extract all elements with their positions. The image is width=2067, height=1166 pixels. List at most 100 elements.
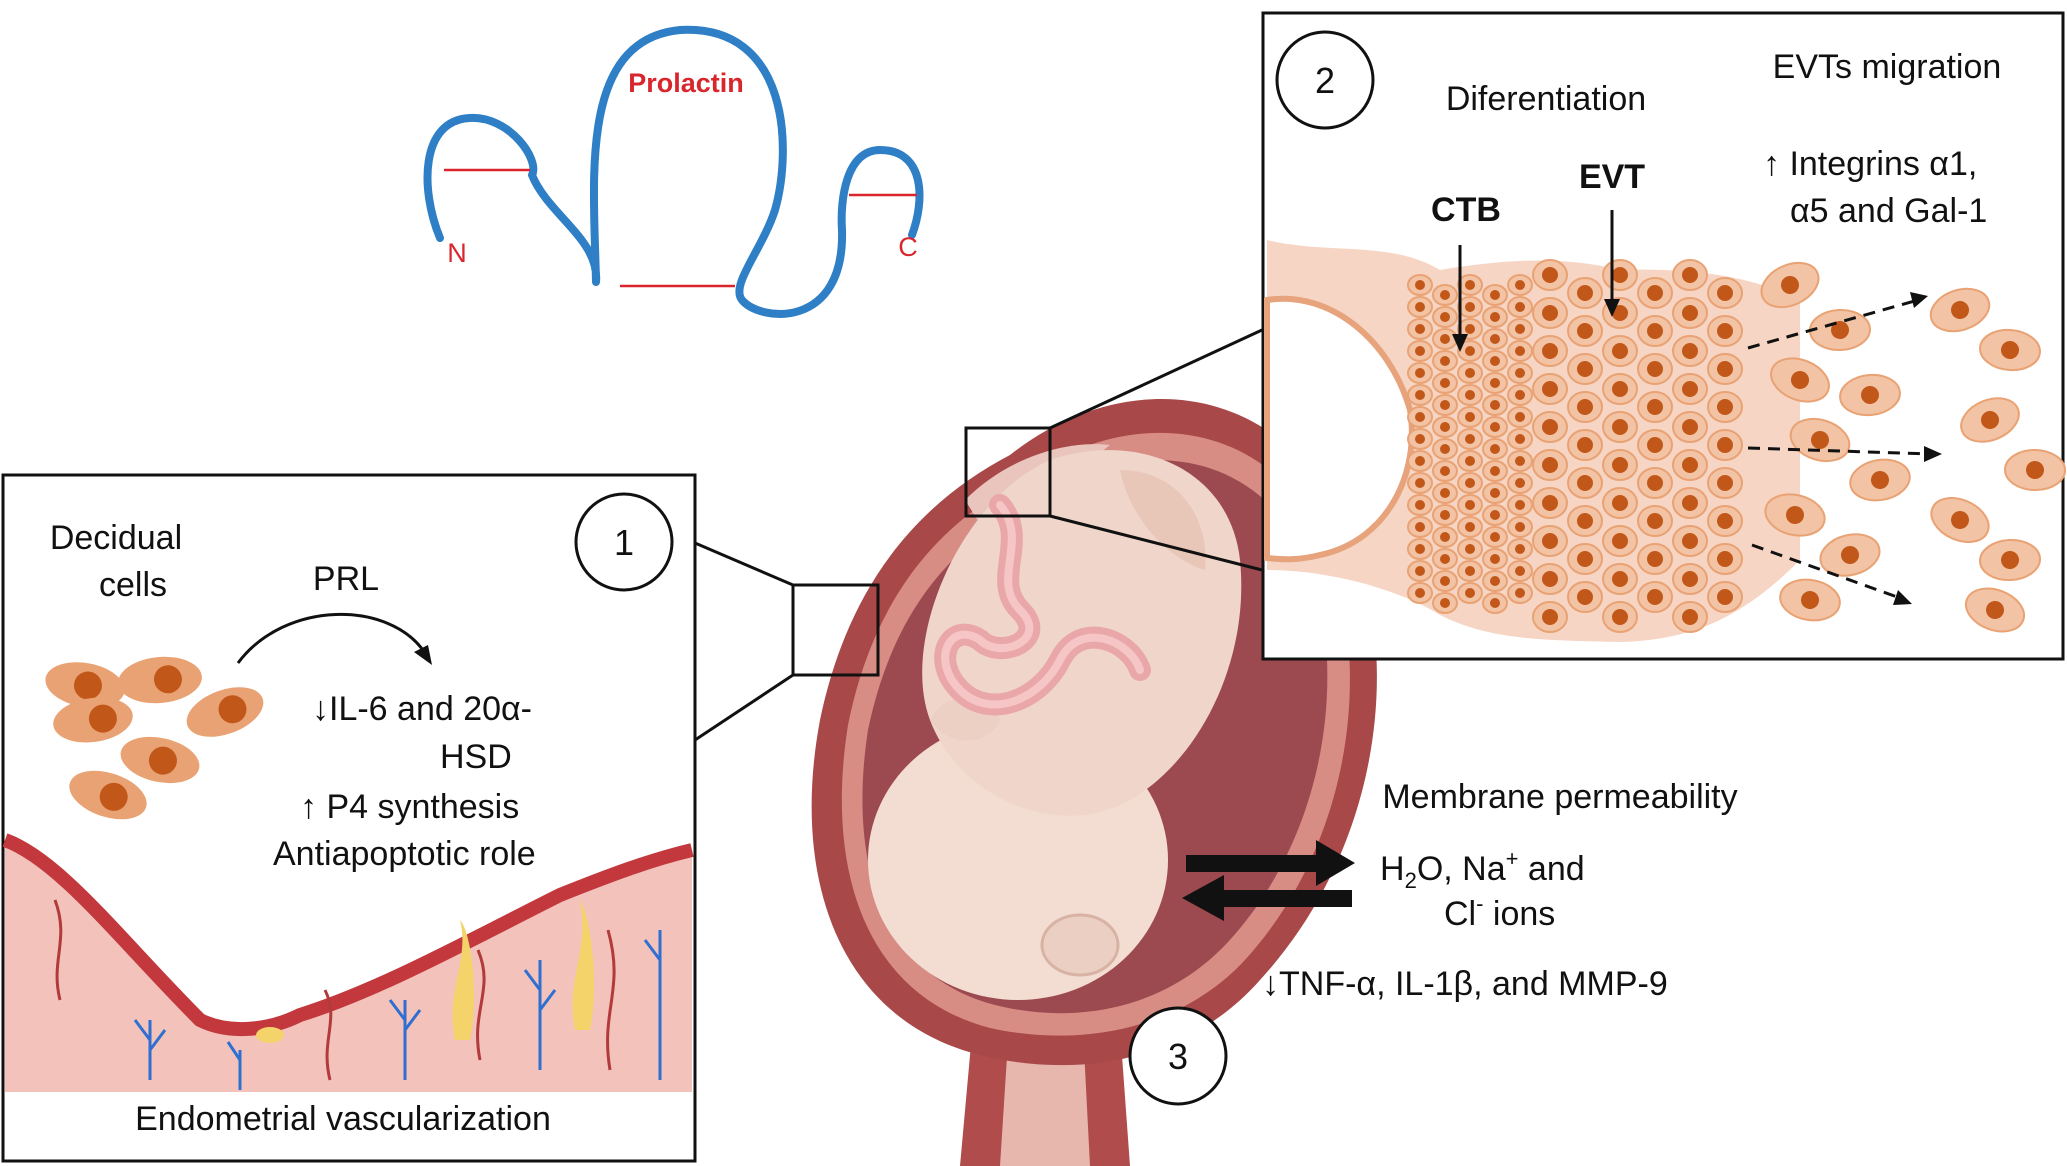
zoom-box-placenta (964, 426, 1052, 518)
evt-cell (1637, 429, 1673, 461)
evt-cell (1567, 353, 1603, 385)
panel-1: Endometrial vascularization Decidual cel… (1, 473, 697, 1163)
ctb-cell (1407, 428, 1433, 450)
evt-cell (1672, 601, 1708, 633)
evt-cell (1672, 449, 1708, 481)
ctb-cell (1432, 372, 1458, 394)
ctb-cell (1457, 274, 1483, 296)
zoom-box-decidua (791, 583, 880, 677)
connector-2-bottom (1049, 514, 1263, 572)
ctb-cell (1482, 328, 1508, 350)
evt-cell (1602, 487, 1638, 519)
pregnant-uterus (811, 398, 1377, 1166)
ctb-cell (1482, 526, 1508, 548)
ctb-cell (1457, 516, 1483, 538)
evt-cell (1532, 449, 1568, 481)
evt-cell (1672, 297, 1708, 329)
ctb-cell (1457, 560, 1483, 582)
migration-arrows (1747, 292, 1942, 605)
ctb-cell (1507, 318, 1533, 340)
ctb-cell (1432, 570, 1458, 592)
ctb-cell (1482, 416, 1508, 438)
decidual-cells-label-1: Decidual (50, 519, 182, 557)
evt-cell (1532, 525, 1568, 557)
ctb-cell (1407, 274, 1433, 296)
ctb-cell (1432, 394, 1458, 416)
evt-cell (1672, 411, 1708, 443)
evt-cell (1637, 543, 1673, 575)
ctb-cell (1407, 560, 1433, 582)
evt-pointer-head (1604, 299, 1620, 317)
migrating-evt-cell (1764, 493, 1826, 537)
evt-cell (1567, 315, 1603, 347)
evt-cell (1637, 353, 1673, 385)
migrating-evt-cell (1770, 357, 1830, 403)
c-terminus-label: C (898, 232, 918, 262)
ctb-cell (1432, 482, 1458, 504)
ctb-label: CTB (1431, 191, 1501, 229)
membrane-permeability-heading: Membrane permeability (1382, 778, 1737, 816)
evt-cell (1637, 505, 1673, 537)
ctb-cell (1407, 384, 1433, 406)
decidual-cells-label-2: cells (99, 566, 167, 604)
evt-cell (1672, 259, 1708, 291)
evt-cell (1532, 373, 1568, 405)
prl-arrow-head (414, 645, 432, 665)
ctb-pointer-head (1452, 334, 1468, 352)
panel-1-effect-2: HSD (440, 738, 512, 776)
ctb-cell (1482, 548, 1508, 570)
evt-cell (1602, 411, 1638, 443)
migrating-evt-cell (1960, 397, 2020, 443)
connector-1-top (694, 541, 794, 587)
panel-3: Membrane permeability H2O, Na+ and Cl- i… (1128, 778, 1738, 1106)
connector-1-bottom (694, 673, 794, 742)
ctb-cell (1507, 516, 1533, 538)
integrins-line-2: α5 and Gal-1 (1790, 192, 1987, 230)
migrating-evt-cell (1979, 328, 2041, 372)
evt-cell (1602, 373, 1638, 405)
evt-cell (1707, 467, 1743, 499)
evt-cell (1532, 335, 1568, 367)
panel-1-effect-1: ↓IL-6 and 20α- (312, 690, 532, 728)
integrins-line-1: ↑ Integrins α1, (1763, 145, 1977, 183)
panel-1-number: 1 (614, 522, 634, 563)
ctb-cell (1482, 306, 1508, 328)
ctb-cell (1507, 560, 1533, 582)
ctb-cell (1407, 450, 1433, 472)
evt-cell (1707, 315, 1743, 347)
ctb-cell (1432, 548, 1458, 570)
migrating-evt-cell (1929, 287, 1991, 333)
ctb-cell (1482, 570, 1508, 592)
evt-cell (1637, 391, 1673, 423)
migrating-evt-cell (1819, 533, 1881, 577)
evt-cell (1672, 563, 1708, 595)
evt-cell (1637, 315, 1673, 347)
evt-cell (1532, 259, 1568, 291)
evt-cell (1567, 543, 1603, 575)
ctb-cell (1432, 526, 1458, 548)
ctb-cell (1482, 284, 1508, 306)
ctb-cell (1407, 538, 1433, 560)
ctb-cell (1507, 406, 1533, 428)
ctb-cell (1457, 362, 1483, 384)
prolactin-molecule: Prolactin N C (423, 25, 924, 318)
panel-2: Diferentiation EVTs migration CTB EVT ↑ … (1261, 11, 2066, 661)
evt-cell (1707, 543, 1743, 575)
ctb-cell (1457, 494, 1483, 516)
trophoblast-cells (1407, 259, 2066, 633)
panel-1-effect-3: ↑ P4 synthesis (300, 788, 519, 826)
ctb-cell (1432, 504, 1458, 526)
ctb-cell (1482, 592, 1508, 614)
evt-cell (1672, 487, 1708, 519)
panel-3-number: 3 (1168, 1036, 1188, 1077)
ctb-cell (1407, 318, 1433, 340)
cytokines-line: ↓TNF-α, IL-1β, and MMP-9 (1262, 965, 1668, 1003)
ctb-cell (1407, 296, 1433, 318)
ctb-cell (1457, 450, 1483, 472)
ctb-cell (1482, 372, 1508, 394)
prl-arrow (236, 613, 427, 664)
evt-cell (1707, 353, 1743, 385)
ctb-cell (1432, 592, 1458, 614)
n-terminus-label: N (447, 238, 467, 268)
evt-cell (1707, 429, 1743, 461)
